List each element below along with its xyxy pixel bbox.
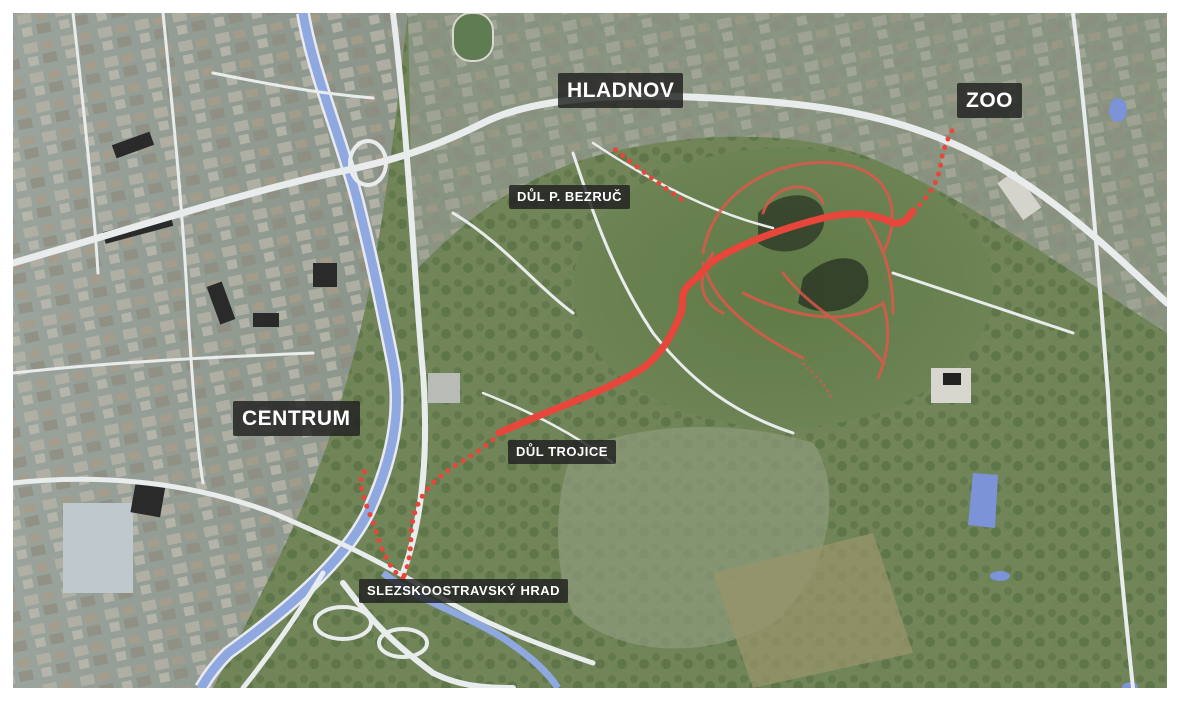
building (130, 480, 166, 518)
building (428, 373, 460, 403)
label-dul-trojice: DŮL TROJICE (508, 440, 616, 465)
building (63, 503, 133, 593)
label-hladnov: HLADNOV (558, 73, 684, 109)
pond (1109, 98, 1127, 122)
building (206, 281, 236, 325)
field-plot (713, 533, 913, 688)
building (943, 373, 961, 385)
ostravice-river (197, 13, 402, 688)
trail-dotted-south (801, 361, 833, 399)
label-zoo: ZOO (957, 83, 1022, 119)
aerial-map[interactable]: HLADNOV ZOO DŮL P. BEZRUČ CENTRUM DŮL TR… (13, 13, 1167, 688)
main-route (495, 207, 917, 437)
label-centrum: CENTRUM (233, 401, 360, 437)
highway-interchange (313, 139, 429, 659)
route-connectors (358, 122, 958, 581)
building (111, 131, 155, 159)
label-slezskoostravsky-hrad: SLEZSKOOSTRAVSKÝ HRAD (359, 579, 568, 604)
pond (990, 571, 1010, 581)
building (997, 170, 1042, 221)
hill-shadow-south (798, 258, 869, 312)
label-dul-bezruc: DŮL P. BEZRUČ (509, 185, 630, 210)
building (253, 313, 279, 327)
stadium (452, 13, 494, 62)
pond (968, 473, 998, 528)
building (313, 263, 337, 287)
